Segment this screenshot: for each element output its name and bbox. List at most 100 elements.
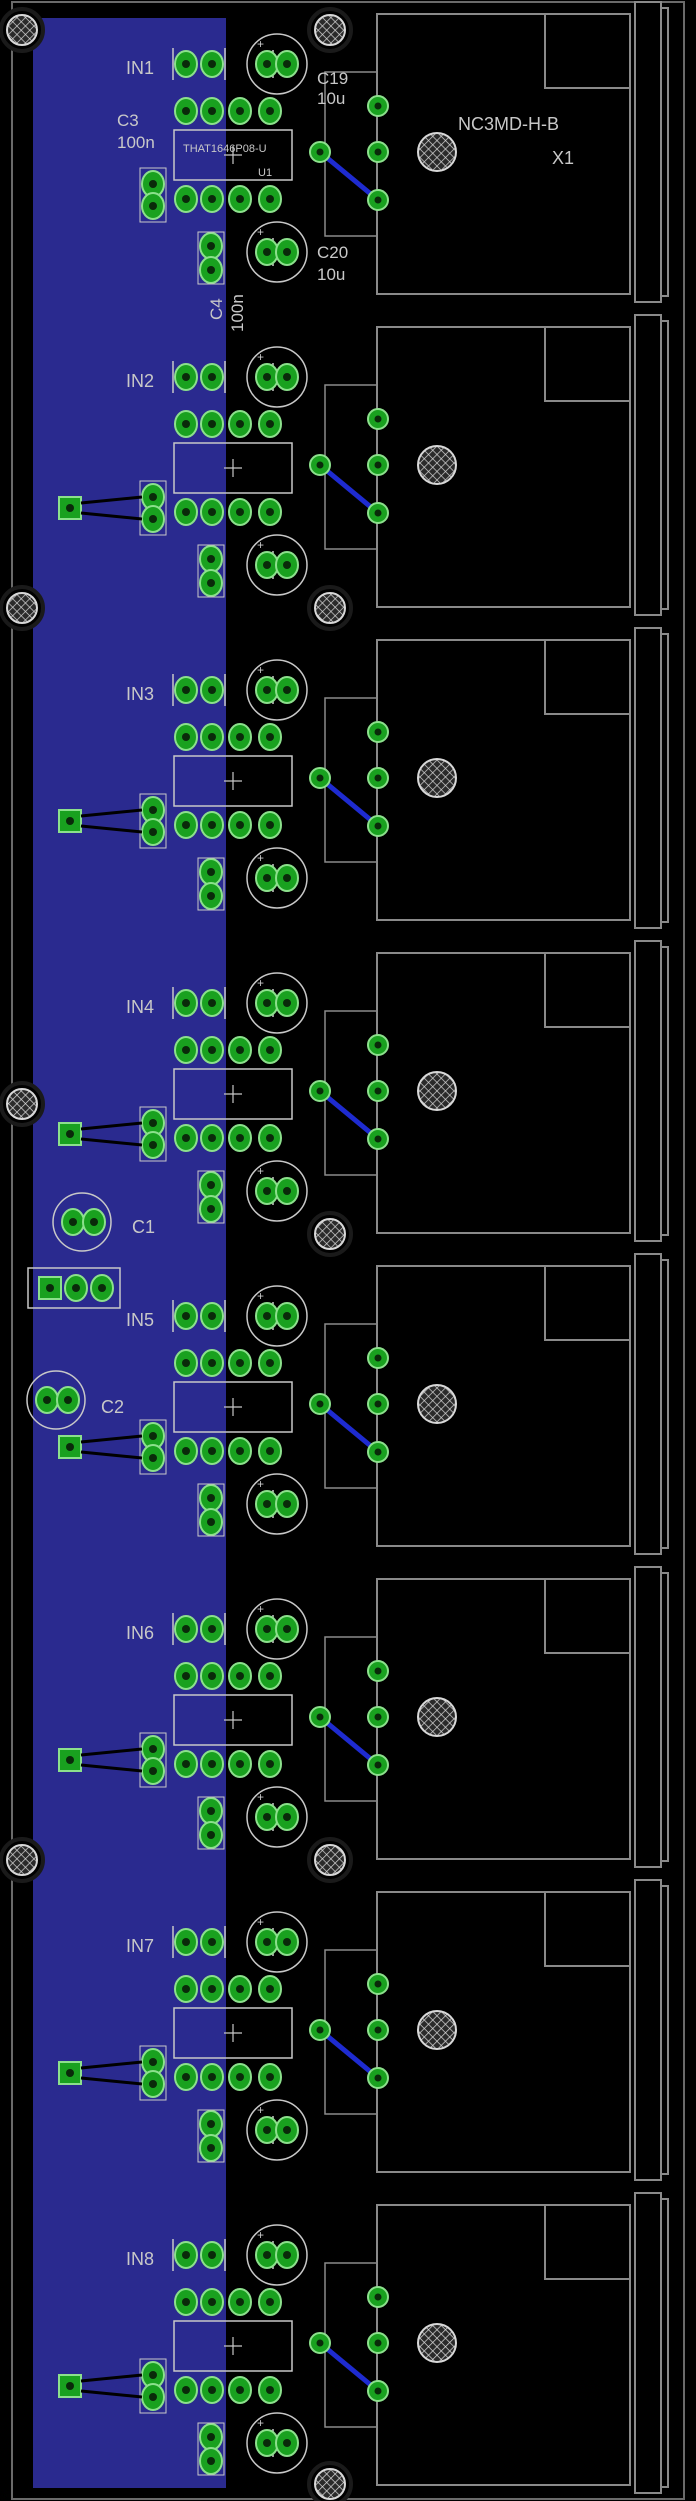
channel-2: ++ <box>58 314 669 616</box>
pad-drill <box>90 1218 98 1226</box>
ic-outline <box>173 755 293 807</box>
pad-drill <box>263 1187 271 1195</box>
pad-drill <box>208 1938 216 1946</box>
jumper <box>80 2060 143 2070</box>
pad-drill <box>66 504 74 512</box>
pad-drill <box>374 415 382 423</box>
plus-mark: + <box>257 1790 264 1804</box>
plus-mark: + <box>257 1477 264 1491</box>
channel-8: ++ <box>58 2192 669 2494</box>
x1-label: X1 <box>552 148 574 168</box>
channel-5: ++ <box>58 1253 669 1555</box>
mounting-hatch <box>314 1218 346 1250</box>
trace <box>318 2028 380 2080</box>
pad-drill <box>208 373 216 381</box>
u1-label: U1 <box>258 167 272 179</box>
pad-drill <box>263 2439 271 2447</box>
pad-drill <box>208 195 216 203</box>
connector-hole <box>417 1384 457 1424</box>
channel-label: IN4 <box>126 997 154 1017</box>
pad-drill <box>149 1432 157 1440</box>
pad-drill <box>182 195 190 203</box>
pad-drill <box>66 1130 74 1138</box>
elcap-outline <box>246 1911 308 1973</box>
regulator-outline <box>27 1267 121 1309</box>
pad-drill <box>263 1938 271 1946</box>
connector-flange-edge <box>660 7 669 297</box>
pad-drill <box>182 2251 190 2259</box>
pad-drill <box>263 60 271 68</box>
pad-drill <box>263 1312 271 1320</box>
plus-mark: + <box>257 2103 264 2117</box>
connector-key <box>544 1266 630 1341</box>
elcap-outline <box>246 346 308 408</box>
pad-drill <box>283 561 291 569</box>
jumper <box>80 1137 143 1147</box>
pad-drill <box>316 2026 324 2034</box>
power-section <box>26 1192 121 1430</box>
channel-label: IN5 <box>126 1310 154 1330</box>
pad-drill <box>236 2073 244 2081</box>
pad-drill <box>374 1400 382 1408</box>
cap-outline <box>197 1170 225 1224</box>
jumper <box>80 808 143 818</box>
pad-drill <box>266 733 274 741</box>
pad-drill <box>374 2026 382 2034</box>
cap-outline <box>197 2109 225 2163</box>
plus-mark: + <box>257 1915 264 1929</box>
pad-drill <box>283 2126 291 2134</box>
connector-key <box>544 953 630 1028</box>
mounting-hatch <box>314 2468 346 2500</box>
pad-drill <box>149 828 157 836</box>
elcap-outline <box>246 659 308 721</box>
channel-7: ++ <box>58 1879 669 2181</box>
pad-drill <box>149 1141 157 1149</box>
pad-drill <box>236 733 244 741</box>
channel-1: ++ <box>139 1 669 303</box>
pad-drill <box>374 2387 382 2395</box>
mounting-hole <box>0 1837 45 1883</box>
connector-flange-edge <box>660 946 669 1236</box>
pad-drill <box>66 1756 74 1764</box>
pad-drill <box>263 1500 271 1508</box>
pad-drill <box>208 1760 216 1768</box>
pad-drill <box>236 1134 244 1142</box>
pad-drill <box>283 874 291 882</box>
pad-drill <box>207 892 215 900</box>
pad-drill <box>266 1359 274 1367</box>
pad-drill <box>263 2126 271 2134</box>
pad-drill <box>182 1760 190 1768</box>
channel-label: IN2 <box>126 371 154 391</box>
pad-drill <box>374 2293 382 2301</box>
pad-drill <box>149 2393 157 2401</box>
pad-drill <box>208 1359 216 1367</box>
mounting-hatch <box>6 592 38 624</box>
connector-flange-edge <box>660 1259 669 1549</box>
jumper <box>80 1763 143 1773</box>
channel-label: IN7 <box>126 1936 154 1956</box>
pad-drill <box>207 266 215 274</box>
pad-drill <box>283 373 291 381</box>
cap-outline <box>197 2422 225 2476</box>
trace <box>318 1715 380 1767</box>
trace <box>318 150 380 202</box>
pad-drill <box>374 196 382 204</box>
pad-drill <box>283 248 291 256</box>
elcap-outline <box>246 2224 308 2286</box>
mounting-hole <box>0 7 45 53</box>
pad-drill <box>236 1985 244 1993</box>
pad-drill <box>208 107 216 115</box>
plus-mark: + <box>257 663 264 677</box>
pad-drill <box>316 2339 324 2347</box>
pad-drill <box>236 821 244 829</box>
connector-flange-edge <box>660 1572 669 1862</box>
pad-drill <box>263 686 271 694</box>
pad-drill <box>266 107 274 115</box>
c20-value: 10u <box>317 265 345 284</box>
plus-mark: + <box>257 1602 264 1616</box>
pad-drill <box>149 1767 157 1775</box>
pad-drill <box>266 1985 274 1993</box>
pad-drill <box>236 2386 244 2394</box>
pad-drill <box>149 493 157 501</box>
pad-drill <box>283 1500 291 1508</box>
